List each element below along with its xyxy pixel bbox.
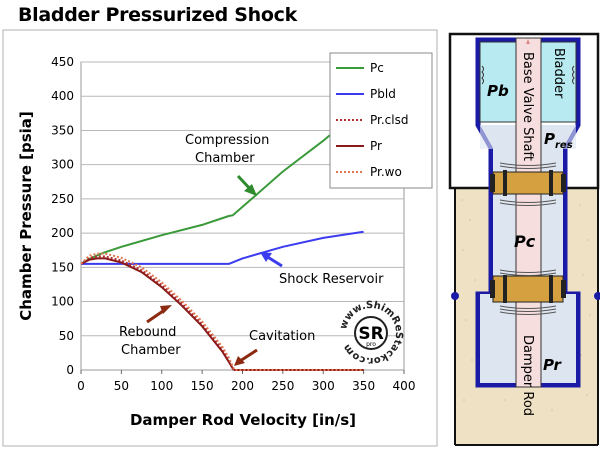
annotation-cavitation-label: Cavitation [249, 329, 315, 344]
x-tick-labels: 0 50 100 150 200 250 300 350 400 [77, 379, 415, 393]
annotation-reservoir-label: Shock Reservoir [279, 272, 384, 287]
shimrestackor-logo: SR pro www.ShimReStackor.com [338, 300, 404, 366]
series-line-pc [80, 105, 365, 265]
label-bladder: Bladder [551, 48, 566, 99]
y-tick-label: 400 [51, 89, 74, 103]
annotation-compression-label: Compression [185, 133, 269, 148]
label-pres: Pres [544, 130, 573, 151]
series-line-pr-wo [80, 252, 364, 371]
y-tick-label: 100 [51, 295, 74, 309]
series-line-pbld [81, 230, 364, 265]
y-tick-label: 50 [59, 329, 74, 343]
series-lines [80, 105, 365, 371]
shaft [515, 37, 542, 388]
label-pr: Pr [543, 356, 563, 374]
legend-label: Pbld [370, 87, 396, 101]
annotation-cavitation-arrow [239, 348, 258, 363]
legend-box [329, 52, 433, 189]
label-pb: Pb [487, 82, 509, 100]
svg-text:pro: pro [366, 341, 376, 348]
y-tick-label: 150 [51, 260, 74, 274]
bladder-left [479, 41, 517, 123]
y-tick-label: 0 [66, 363, 74, 377]
x-tick-label: 0 [77, 379, 85, 393]
y-tick-label: 450 [51, 55, 74, 69]
base-valve-stack [490, 162, 566, 206]
legend-label: Pr.wo [370, 165, 402, 179]
pressure-chart: 0 50 100 150 200 250 300 350 400 450 0 50 100 150 200… [2, 29, 438, 447]
legend-label: Pc [370, 61, 384, 75]
annotation-compression-label-2: Chamber [195, 151, 255, 166]
y-tick-labels: 0 50 100 150 200 250 300 350 400 450 [51, 55, 74, 377]
x-tick-label: 200 [231, 379, 254, 393]
y-tick-label: 350 [51, 123, 74, 137]
y-tick-label: 300 [51, 158, 74, 172]
x-tick-label: 100 [150, 379, 173, 393]
x-tick-label: 250 [271, 379, 294, 393]
y-tick-label: 250 [51, 192, 74, 206]
page-title: Bladder Pressurized Shock [18, 4, 297, 26]
x-axis-label: Damper Rod Velocity [in/s] [130, 411, 356, 429]
svg-text:SR: SR [358, 324, 383, 344]
legend-label: Pr.clsd [370, 113, 408, 127]
x-tick-label: 350 [352, 379, 375, 393]
y-axis-label: Chamber Pressure [psia] [17, 111, 35, 321]
x-tick-label: 300 [312, 379, 335, 393]
annotation-rebound-label-2: Chamber [121, 343, 181, 358]
legend-label: Pr [370, 139, 382, 153]
x-tick-label: 400 [393, 379, 416, 393]
piston-valve-stack [490, 269, 566, 315]
annotation-rebound-label: Rebound [119, 325, 176, 340]
label-pc: Pc [514, 232, 536, 251]
y-tick-label: 200 [51, 226, 74, 240]
label-damper-rod: Damper Rod [520, 335, 535, 416]
x-tick-label: 150 [191, 379, 214, 393]
x-tick-label: 50 [114, 379, 129, 393]
label-base-valve-shaft: Base Valve Shaft [520, 52, 535, 161]
